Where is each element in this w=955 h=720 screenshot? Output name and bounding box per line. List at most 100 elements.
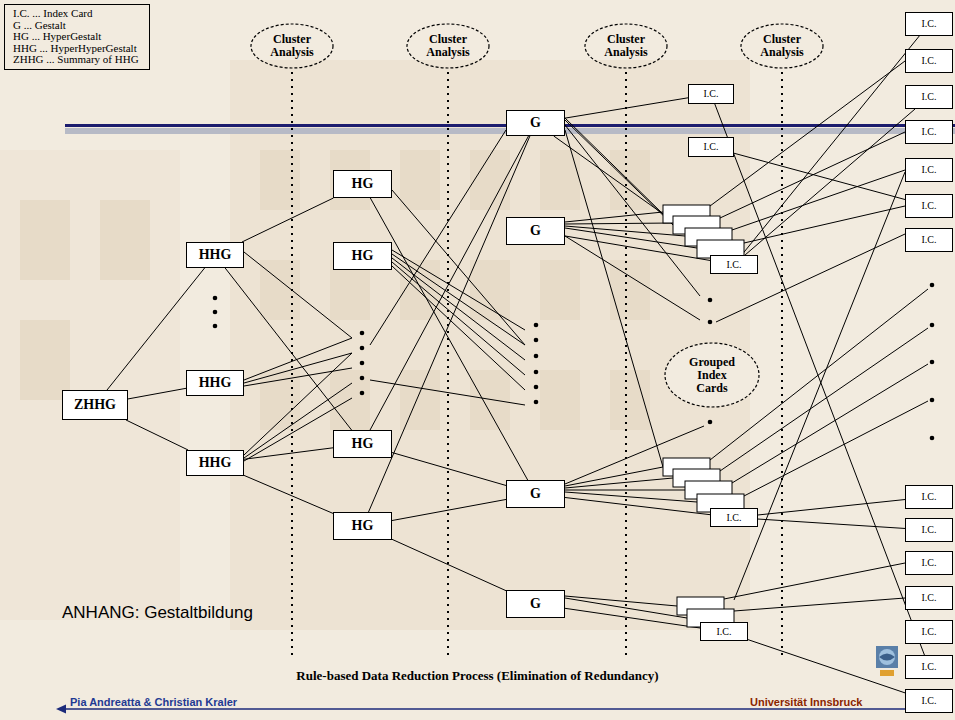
text-holder: Cluster Analysis	[754, 33, 810, 59]
text-holder: I.C.	[922, 18, 937, 30]
node-label: ZHHG	[74, 397, 116, 413]
text-holder: HG	[352, 176, 374, 192]
legend-entry: HG ... HyperGestalt	[13, 31, 145, 43]
node-label: I.C.	[922, 200, 937, 212]
cluster-ellipse: Cluster Analysis	[740, 23, 824, 69]
text-holder: ZHHG	[74, 397, 116, 413]
node-label: I.C.	[704, 141, 719, 153]
university-logo	[876, 646, 898, 676]
gestalt-box: HHG	[186, 242, 244, 268]
text-holder: HG	[352, 518, 374, 534]
node-label: HHG	[199, 455, 232, 471]
index-card: I.C.	[905, 655, 953, 679]
node-label: I.C.	[727, 512, 742, 524]
legend-entry: HHG ... HyperHyperGestalt	[13, 43, 145, 55]
text-holder: I.C.	[922, 91, 937, 103]
connector-line	[392, 453, 506, 486]
gestalt-box: G	[506, 480, 565, 508]
node-label: I.C.	[922, 695, 937, 707]
text-holder: Grouped Index Cards	[686, 356, 738, 395]
index-card: I.C.	[905, 586, 953, 610]
node-label: HG	[352, 518, 374, 534]
gestalt-box: G	[506, 590, 565, 618]
index-card: I.C.	[710, 508, 758, 527]
node-label: I.C.	[922, 164, 937, 176]
text-holder: G	[530, 596, 541, 612]
text-holder: I.C.	[922, 557, 937, 569]
node-label: G	[530, 115, 541, 131]
cluster-ellipse: Cluster Analysis	[250, 23, 334, 69]
caption: Rule-based Data Reduction Process (Elimi…	[296, 668, 658, 683]
text-holder: Cluster Analysis	[264, 33, 320, 59]
index-card: I.C.	[905, 194, 953, 218]
index-card: I.C.	[700, 622, 748, 641]
caption-row: Rule-based Data Reduction Process (Elimi…	[0, 668, 955, 684]
node-label: HHG	[199, 247, 232, 263]
gestalt-box: HG	[333, 512, 392, 540]
text-holder: HHG	[199, 375, 232, 391]
text-holder: I.C.	[922, 491, 937, 503]
text-holder: I.C.	[922, 164, 937, 176]
connector-line	[758, 500, 905, 515]
node-label: I.C.	[922, 626, 937, 638]
node-label: I.C.	[922, 557, 937, 569]
text-holder: I.C.	[922, 524, 937, 536]
index-card: I.C.	[905, 120, 953, 144]
text-holder: HHG	[199, 455, 232, 471]
gestalt-box: HG	[333, 430, 392, 458]
text-holder: I.C.	[717, 626, 732, 638]
link-line	[244, 61, 928, 618]
node-label: HG	[352, 176, 374, 192]
text-holder: I.C.	[922, 55, 937, 67]
text-holder: G	[530, 223, 541, 239]
legend-entry: ZHHG ... Summary of HHG	[13, 54, 145, 66]
node-label: HG	[352, 436, 374, 452]
connector-line	[734, 153, 905, 199]
index-card: I.C.	[905, 485, 953, 509]
index-card: I.C.	[905, 49, 953, 73]
node-label: I.C.	[922, 524, 937, 536]
text-holder: I.C.	[922, 234, 937, 246]
text-holder: I.C.	[922, 592, 937, 604]
index-card: I.C.	[905, 12, 953, 36]
connector-line	[126, 420, 188, 450]
text-holder: I.C.	[922, 126, 937, 138]
connector-line	[242, 198, 333, 242]
node-label: I.C.	[922, 592, 937, 604]
index-card: I.C.	[905, 551, 953, 575]
text-holder: HG	[352, 436, 374, 452]
node-label: Cluster Analysis	[598, 33, 654, 59]
node-label: Cluster Analysis	[264, 33, 320, 59]
text-holder: G	[530, 115, 541, 131]
legend-entry: I.C. ... Index Card	[13, 8, 145, 20]
cluster-ellipse: Cluster Analysis	[406, 23, 490, 69]
node-label: HG	[352, 248, 374, 264]
university-name: Universität Innsbruck	[750, 696, 862, 708]
cluster-ellipse: Cluster Analysis	[584, 23, 668, 69]
text-holder: I.C.	[727, 259, 742, 271]
index-card: I.C.	[905, 158, 953, 182]
text-holder: I.C.	[922, 695, 937, 707]
connector-line	[565, 497, 710, 514]
gestalt-box: HG	[333, 242, 392, 270]
text-holder: G	[530, 486, 541, 502]
connector-line	[758, 519, 905, 528]
text-holder: I.C.	[704, 141, 719, 153]
text-holder: I.C.	[922, 200, 937, 212]
connector-line	[748, 640, 905, 693]
index-card: I.C.	[905, 85, 953, 109]
index-card: I.C.	[905, 689, 953, 713]
connector-line	[742, 36, 920, 255]
node-label: I.C.	[704, 88, 719, 100]
author-credit: Pia Andreatta & Christian Kraler	[70, 696, 237, 708]
node-label: Cluster Analysis	[420, 33, 476, 59]
appendix-note: ANHANG: Gestaltbildung	[62, 603, 253, 623]
node-label: G	[530, 223, 541, 239]
connector-line	[128, 388, 186, 399]
gestalt-box: HHG	[186, 370, 244, 396]
node-label: I.C.	[922, 491, 937, 503]
index-card: I.C.	[905, 228, 953, 252]
node-label: I.C.	[922, 126, 937, 138]
node-label: I.C.	[922, 234, 937, 246]
